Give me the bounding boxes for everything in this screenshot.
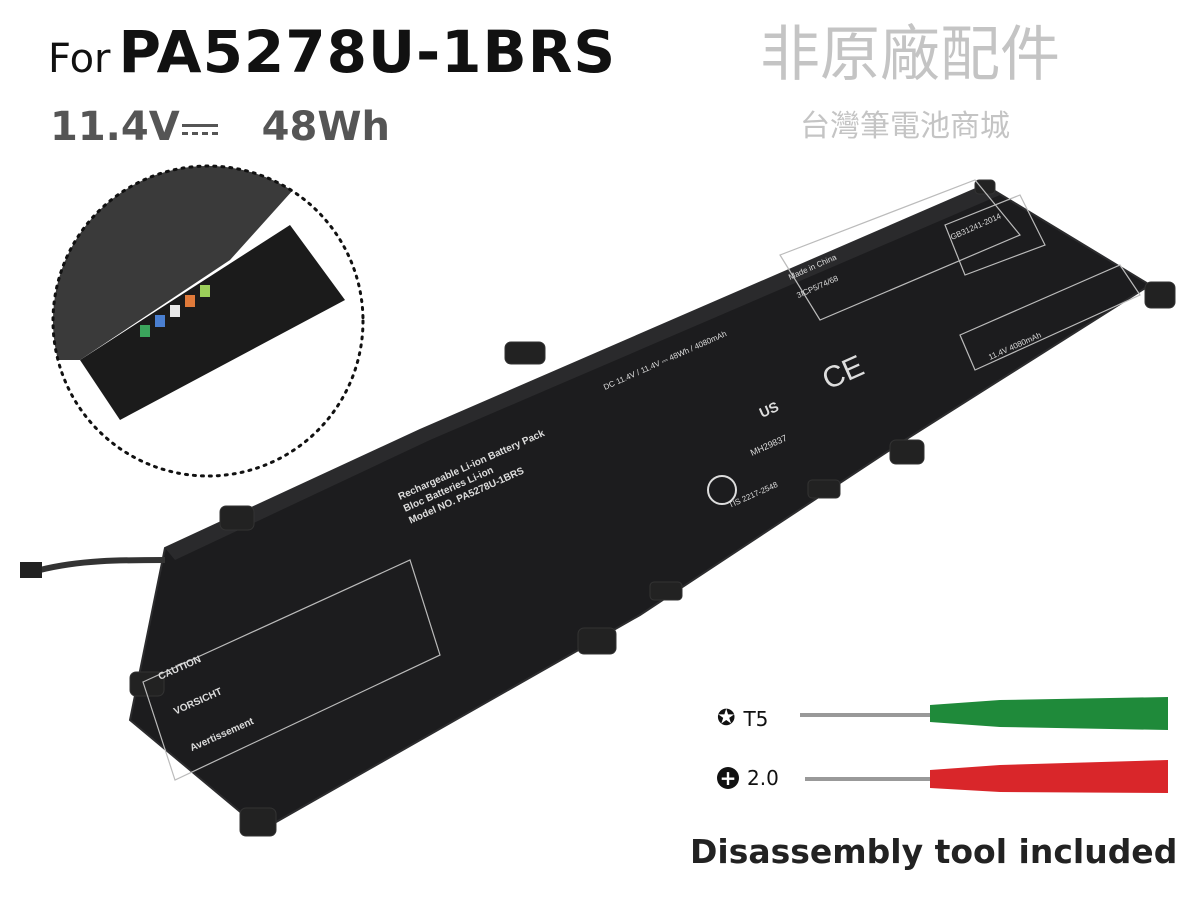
torx-icon: ✪ <box>717 706 736 731</box>
tool-phillips: + 2.0 <box>717 766 779 790</box>
cert-circle-icon <box>707 475 737 505</box>
battery-body <box>20 179 1176 837</box>
connector-housing <box>80 225 345 420</box>
voltage: 11.4V <box>50 104 180 150</box>
battery-cable <box>39 557 166 573</box>
mounting-tab <box>1144 281 1176 309</box>
tool-t5: ✪ T5 <box>717 706 768 731</box>
battery-specs: 11.4V 48Wh <box>50 104 390 150</box>
connector-closeup <box>51 164 365 478</box>
mounting-tab <box>219 505 255 531</box>
watermark-line-2: 台灣筆電池商城 <box>800 109 1010 144</box>
phillips-screwdriver <box>805 760 1168 793</box>
ribbon-cable <box>53 166 320 360</box>
torx-screwdriver <box>800 697 1168 730</box>
tool-phillips-label: 2.0 <box>747 766 779 790</box>
dc-symbol-icon <box>181 122 218 136</box>
capacity: 48Wh <box>261 104 390 150</box>
model-number: PA5278U-1BRS <box>118 18 617 86</box>
closeup-dotted-border <box>51 164 365 478</box>
mounting-tab <box>504 341 546 365</box>
mounting-tab <box>807 479 841 499</box>
title-prefix: For <box>48 36 111 82</box>
cable-connector <box>20 562 42 578</box>
mounting-tab <box>974 179 996 195</box>
us-mark: US <box>757 398 781 421</box>
mounting-tab <box>649 581 683 601</box>
phillips-icon: + <box>717 767 739 789</box>
connector-wires <box>140 285 210 337</box>
label-frames <box>142 179 1141 781</box>
mounting-tab <box>577 627 617 655</box>
mounting-tab <box>239 807 277 837</box>
mounting-tab <box>889 439 925 465</box>
watermark-line-1: 非原廠配件 <box>760 20 1060 90</box>
footer-caption: Disassembly tool included <box>690 832 1178 871</box>
tool-t5-label: T5 <box>743 706 769 731</box>
